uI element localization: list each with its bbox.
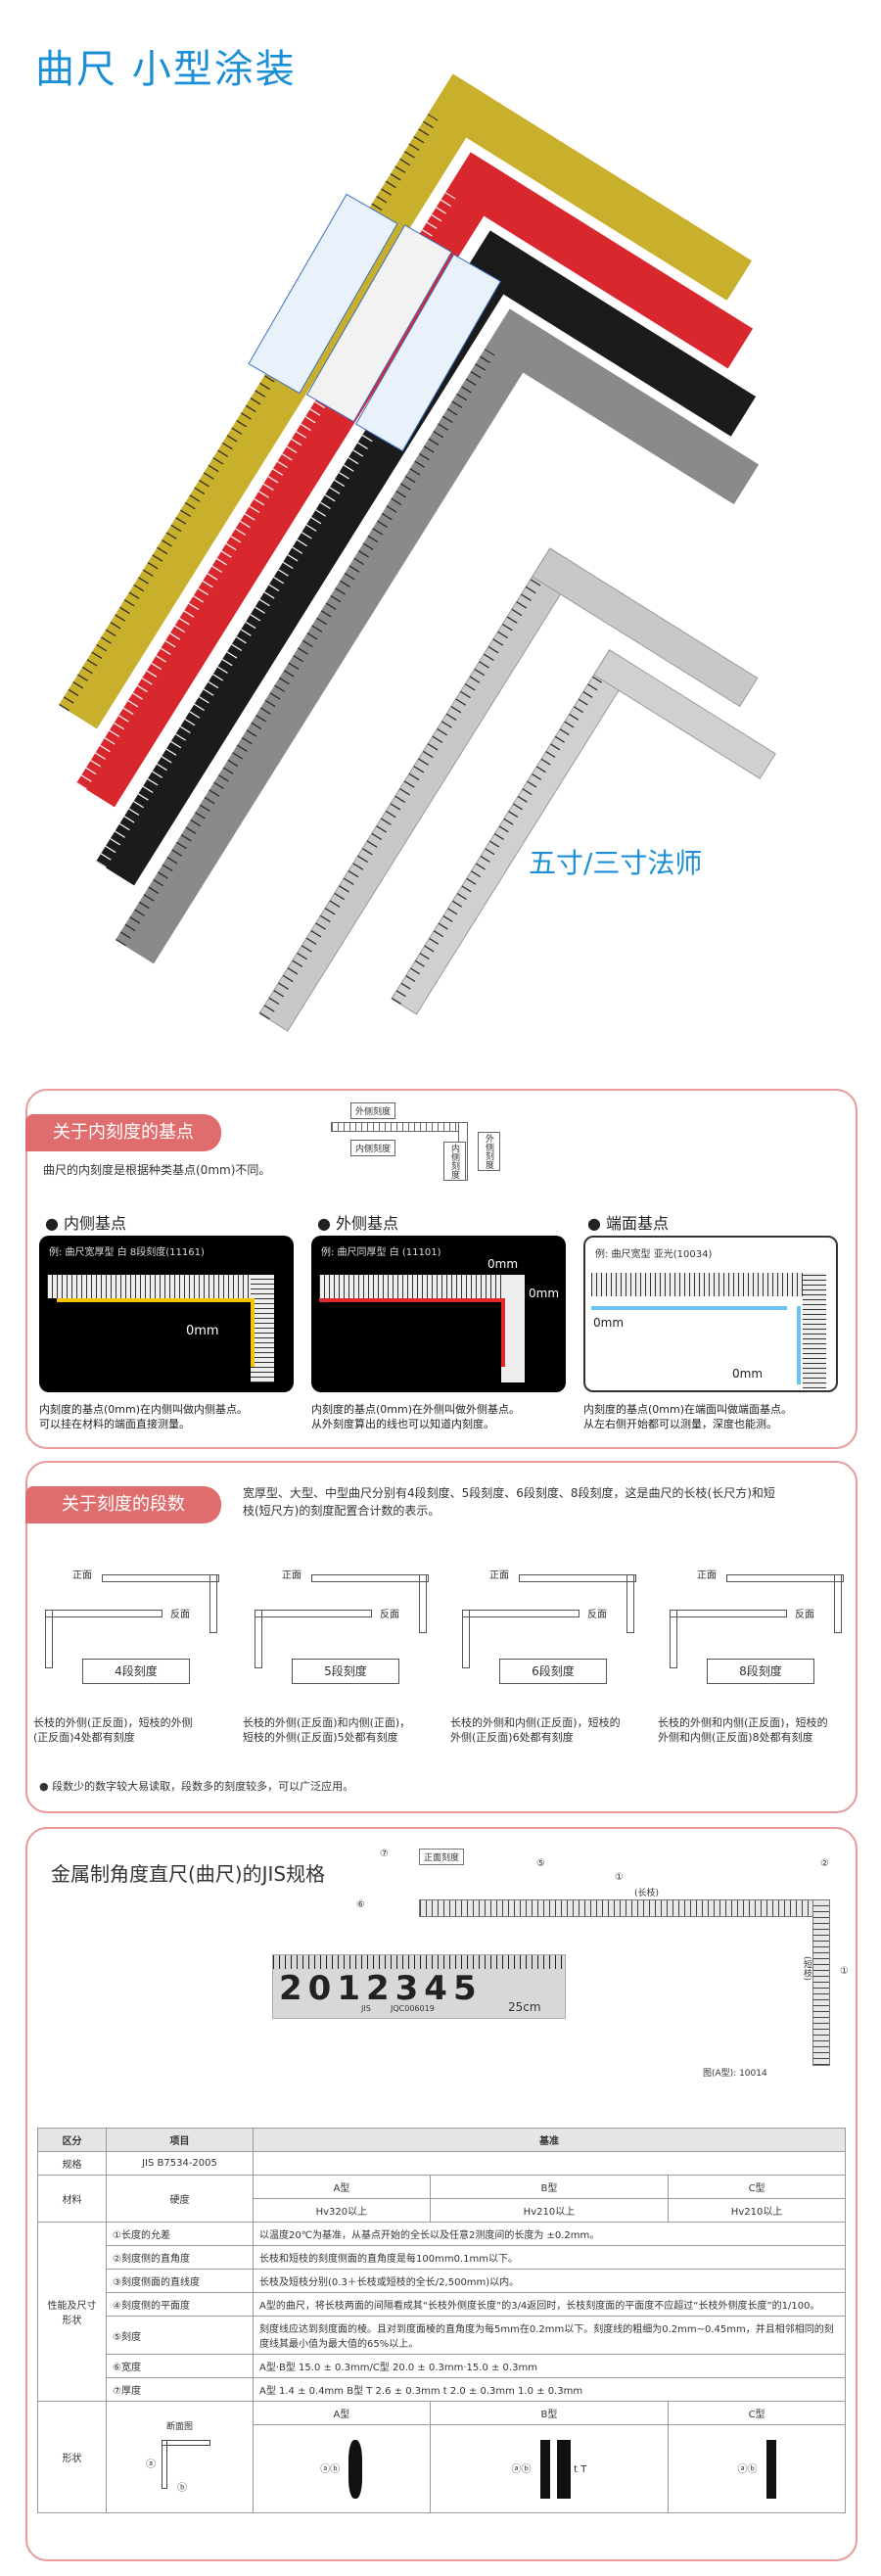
page-title: 曲尺 小型涂装 [35,47,297,92]
silver-square-large [258,547,759,1032]
grad-desc-4: 长枝的外侧(正反面)，短枝的外侧 (正反面)4处都有刻度 [33,1716,193,1744]
graduation-section: 关于刻度的段数 宽厚型、大型、中型曲尺分别有4段刻度、5段刻度、6段刻度、8段刻… [25,1461,858,1813]
jis-dimension-diagram: ⑦ 正面刻度 ⑤ ① (长枝) ② ⑥ (短枝) ① 图(A型): 10014 [356,1849,849,2079]
scale-position-diagram: 外侧刻度 内侧刻度 内侧刻度 外侧刻度 [331,1102,527,1181]
grad-desc-5: 长枝的外侧(正反面)和内侧(正面)， 短枝的外侧(正反面)5处都有刻度 [243,1716,411,1744]
end-base-card: 例: 曲尺宽型 亚光(10034) 0mm 0mm [583,1236,838,1392]
base-point-section: 关于内刻度的基点 曲尺的内刻度是根据种类基点(0mm)不同。 外侧刻度 内侧刻度… [25,1089,858,1449]
shape-c-cell: ⓐⓑ [668,2424,846,2513]
section-intro: 曲尺的内刻度是根据种类基点(0mm)不同。 [43,1163,271,1177]
section-diagram-cell: 断面图 ⓐ ⓑ [106,2401,254,2513]
section-intro-line2: 枝(短尺方)的刻度配置合计数的表示。 [243,1504,440,1518]
product-rulers-illustration [59,73,776,1032]
outer-base-note: 内刻度的基点(0mm)在外侧叫做外侧基点。 从外刻度算出的线也可以知道内刻度。 [311,1403,521,1430]
shape-b-profile-1 [539,2439,550,2499]
graduation-footnote: ● 段数少的数字较大易读取，段数多的刻度较多，可以广泛应用。 [39,1780,354,1793]
shape-a-profile [348,2439,363,2499]
grad-name-box: 4段刻度 [82,1659,190,1684]
hero-caption: 五寸/三寸法师 [529,847,703,879]
end-base-note: 内刻度的基点(0mm)在端面叫做端面基点。 从左右侧开始都可以测量，深度也能测。 [583,1403,793,1430]
outer-base-heading: ● 外侧基点 [317,1214,399,1233]
grad-diagram-8: 正面 反面 8段刻度 [658,1561,844,1708]
shape-a-cell: ⓐⓑ [253,2424,431,2513]
inner-base-card: 例: 曲尺宽厚型 白 8段刻度(11161) 0mm [39,1236,294,1392]
jis-spec-table: 区分 项目 基准 规格 JIS B7534-2005 材料 硬度 A型 B型 C… [37,2128,846,2513]
grad-desc-8: 长枝的外侧和内侧(正反面)，短枝的 外侧和内侧(正反面)8处都有刻度 [658,1716,828,1744]
grad-name-box: 8段刻度 [707,1659,814,1684]
grad-diagram-5: 正面 反面 5段刻度 [243,1561,429,1708]
grad-diagram-6: 正面 反面 6段刻度 [450,1561,636,1708]
shape-b-profile-2 [556,2439,571,2499]
jis-title: 金属制角度直尺(曲尺)的JIS规格 [51,1862,326,1886]
hero-section: 曲尺 小型涂装 [0,0,881,1077]
shape-c-profile [765,2439,776,2499]
grad-desc-6: 长枝的外侧和内侧(正反面)，短枝的 外侧(正反面)6处都有刻度 [450,1716,621,1744]
gray-square-ruler [116,308,760,964]
grad-name-box: 6段刻度 [499,1659,607,1684]
package-labels [248,193,501,452]
section-intro-line1: 宽厚型、大型、中型曲尺分别有4段刻度、5段刻度、6段刻度、8段刻度，这是曲尺的长… [243,1486,775,1500]
end-base-heading: ● 端面基点 [587,1214,670,1233]
section-tab: 关于内刻度的基点 [25,1114,221,1151]
grad-diagram-4: 正面 反面 4段刻度 [33,1561,219,1708]
outer-base-card: 例: 曲尺同厚型 白 (11101) 0mm 0mm [311,1236,566,1392]
shape-b-cell: ⓐⓑ t T [429,2424,670,2513]
silver-square-small [391,649,776,1015]
section-tab: 关于刻度的段数 [25,1486,221,1523]
inner-base-heading: ● 内侧基点 [45,1214,127,1233]
grad-name-box: 5段刻度 [292,1659,399,1684]
jis-scale-closeup: 2012345 JIS JQC006019 25cm [272,1954,567,2019]
inner-base-note: 内刻度的基点(0mm)在内侧叫做内侧基点。 可以挂在材料的端面直接测量。 [39,1403,249,1430]
jis-spec-section: 金属制角度直尺(曲尺)的JIS规格 ⑦ 正面刻度 ⑤ ① (长枝) ② ⑥ (短… [25,1827,858,2561]
